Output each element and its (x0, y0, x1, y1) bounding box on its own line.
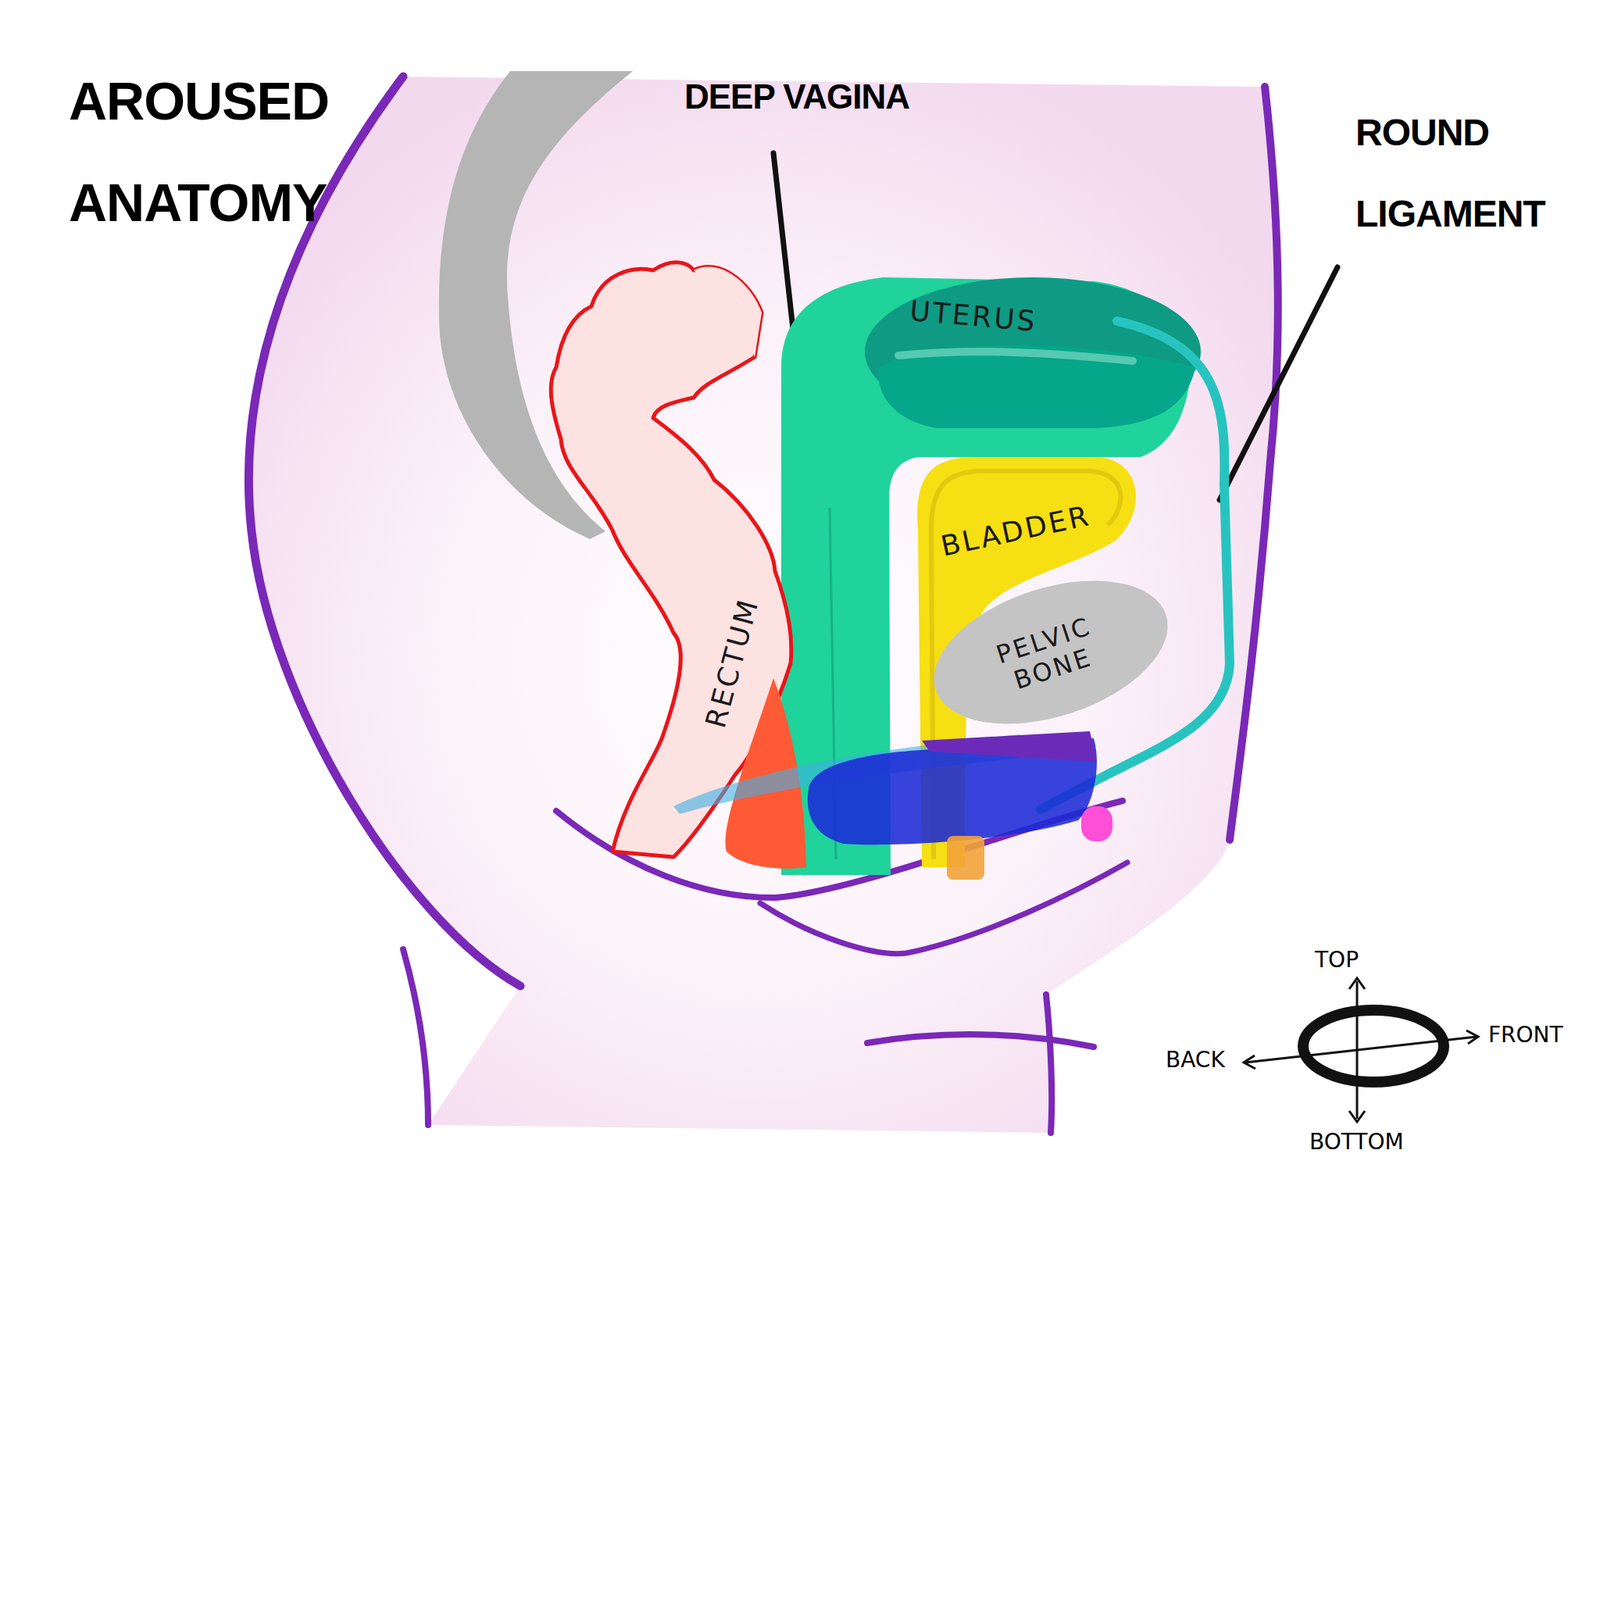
direction-label: TOP (1314, 946, 1359, 973)
organ-shape (915, 553, 1186, 751)
organ-shape (1081, 806, 1113, 842)
organ-shape (878, 345, 1196, 429)
organ-shape (693, 267, 762, 358)
part-label: ROUND LIGAMENT (1355, 92, 1590, 255)
organ-shape (898, 351, 1133, 361)
rectum-shape (546, 257, 805, 875)
organ-region: RECTUM (546, 257, 805, 875)
organ-shape (946, 835, 985, 880)
diagram-title: AROUSED ANATOMY (68, 50, 350, 254)
part-label: DEEP VAGINA (684, 76, 910, 118)
direction-label: BACK (1165, 1046, 1225, 1073)
organ-region: PELVIC BONE (929, 578, 1172, 727)
direction-label: FRONT (1488, 1021, 1564, 1048)
organ-shape (921, 731, 1097, 762)
direction-label: BOTTOM (1309, 1128, 1404, 1155)
